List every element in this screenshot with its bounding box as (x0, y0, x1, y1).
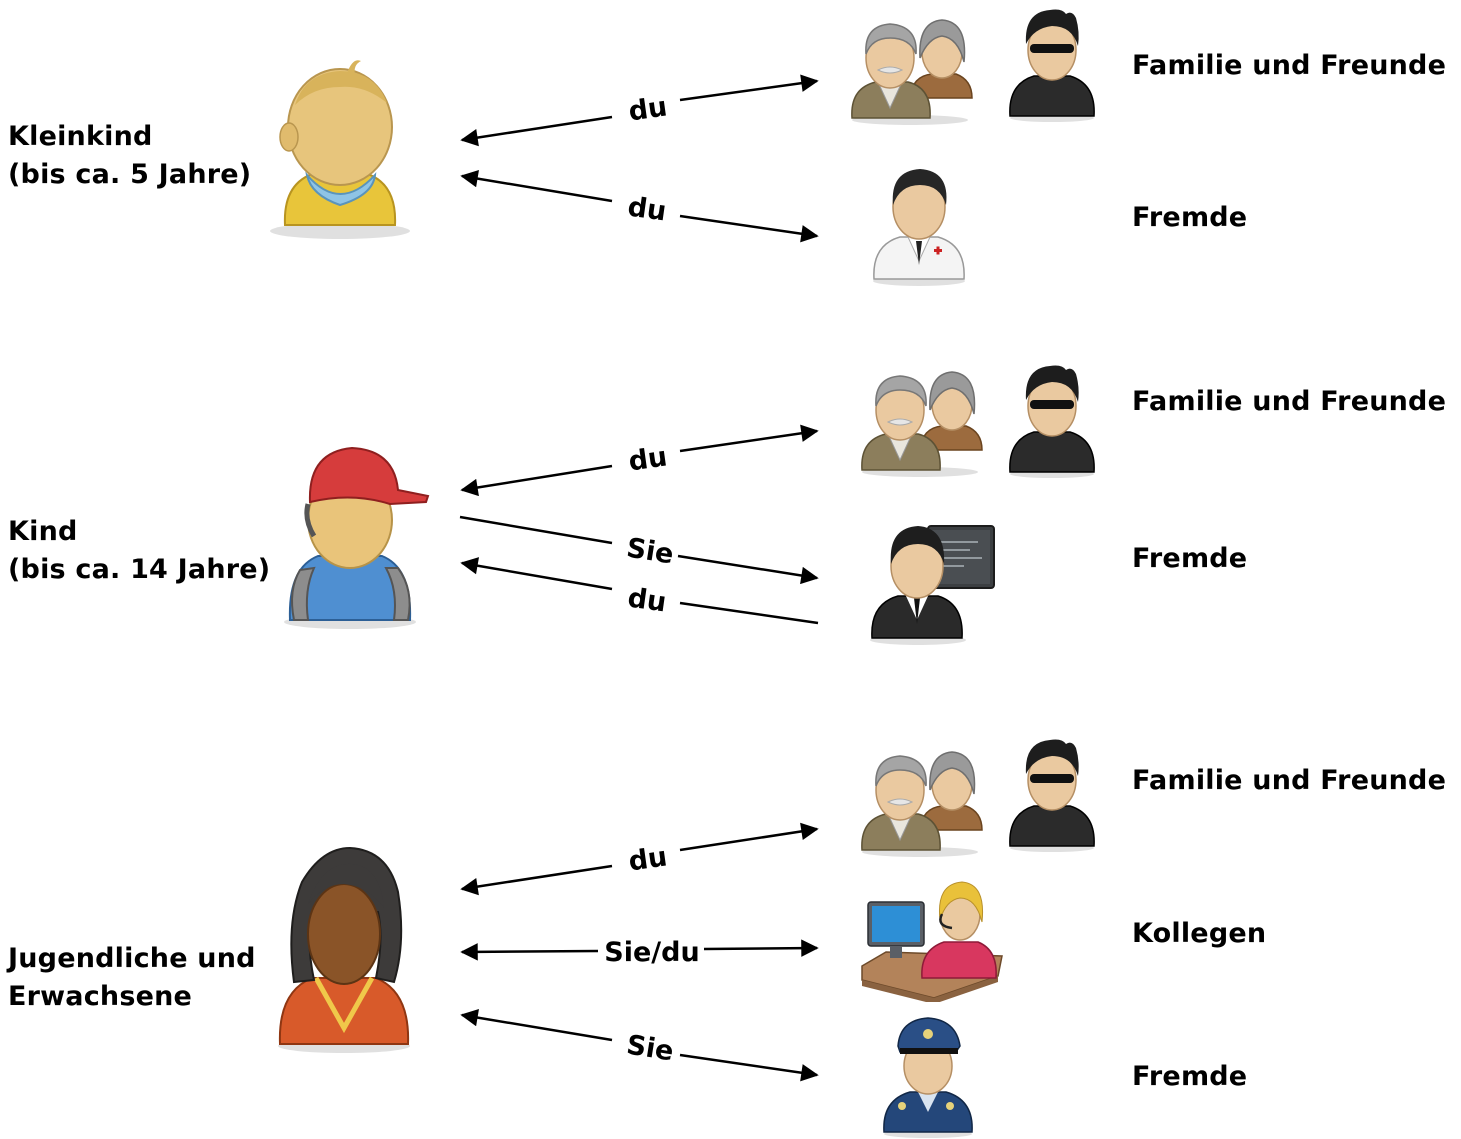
elderly-couple-icon (851, 19, 973, 125)
arrow-g3-strangers-right (679, 1053, 819, 1082)
arrow-g1-family-left (460, 115, 613, 147)
arrow-g2-strangers-in-a (460, 557, 613, 591)
arrow-g1-family-right (679, 74, 819, 102)
arrow-g2-family-right (679, 424, 819, 453)
group-3-label: Jugendliche und Erwachsene (8, 940, 256, 1016)
office-worker-icon (861, 881, 1003, 1002)
police-officer-icon (883, 1017, 973, 1138)
group-1-age: (bis ca. 5 Jahre) (8, 159, 252, 190)
child-cap-icon (284, 446, 430, 629)
arrow-g2-strangers-in-b (679, 601, 819, 625)
relation-label-g3-family: du (627, 841, 670, 877)
teacher-icon (870, 525, 995, 645)
elderly-couple-icon (861, 371, 983, 477)
arrow-g3-colleagues-left (460, 943, 599, 961)
arrow-g3-strangers-left (460, 1008, 613, 1042)
group-1-target-strangers: Fremde (1132, 202, 1248, 233)
sunglasses-man-icon (1009, 365, 1095, 478)
relation-label-g3-colleagues: Sie/du (604, 937, 699, 968)
relation-label-g1-family: du (627, 91, 670, 127)
group-1-target-family: Familie und Freunde (1132, 50, 1447, 81)
arrow-g2-strangers-out-a (459, 515, 613, 545)
group-2-name: Kind (8, 516, 78, 547)
group-3-age: Erwachsene (8, 981, 193, 1012)
relation-label-g2-family: du (627, 441, 670, 477)
arrow-g1-strangers-right (679, 214, 819, 243)
group-3-target-strangers: Fremde (1132, 1061, 1248, 1092)
relation-label-g2-strangers-in: du (626, 582, 669, 618)
group-2-age: (bis ca. 14 Jahre) (8, 554, 271, 585)
group-2-target-family: Familie und Freunde (1132, 386, 1447, 417)
sunglasses-man-icon (1009, 739, 1095, 852)
group-3-target-family: Familie und Freunde (1132, 765, 1447, 796)
relation-label-g3-strangers: Sie (624, 1030, 675, 1068)
arrow-g3-family-left (460, 864, 613, 896)
arrow-g2-family-left (460, 464, 613, 497)
group-1-name: Kleinkind (8, 121, 153, 152)
arrow-g3-colleagues-right (703, 939, 819, 957)
sunglasses-man-icon (1009, 9, 1095, 122)
woman-icon (278, 846, 410, 1053)
arrow-g3-family-right (679, 822, 819, 852)
doctor-icon (873, 169, 965, 286)
toddler-icon (270, 60, 410, 239)
group-3-name: Jugendliche und (8, 943, 256, 974)
group-1-label: Kleinkind (bis ca. 5 Jahre) (8, 118, 251, 194)
relation-label-g1-strangers: du (626, 191, 669, 227)
arrow-g2-strangers-out-b (677, 554, 819, 585)
elderly-couple-icon (861, 751, 983, 857)
group-3-target-colleagues: Kollegen (1132, 918, 1267, 949)
relation-label-g2-strangers-out: Sie (624, 533, 675, 571)
arrow-g1-strangers-left (460, 169, 613, 203)
group-2-target-strangers: Fremde (1132, 543, 1248, 574)
group-2-label: Kind (bis ca. 14 Jahre) (8, 513, 270, 589)
